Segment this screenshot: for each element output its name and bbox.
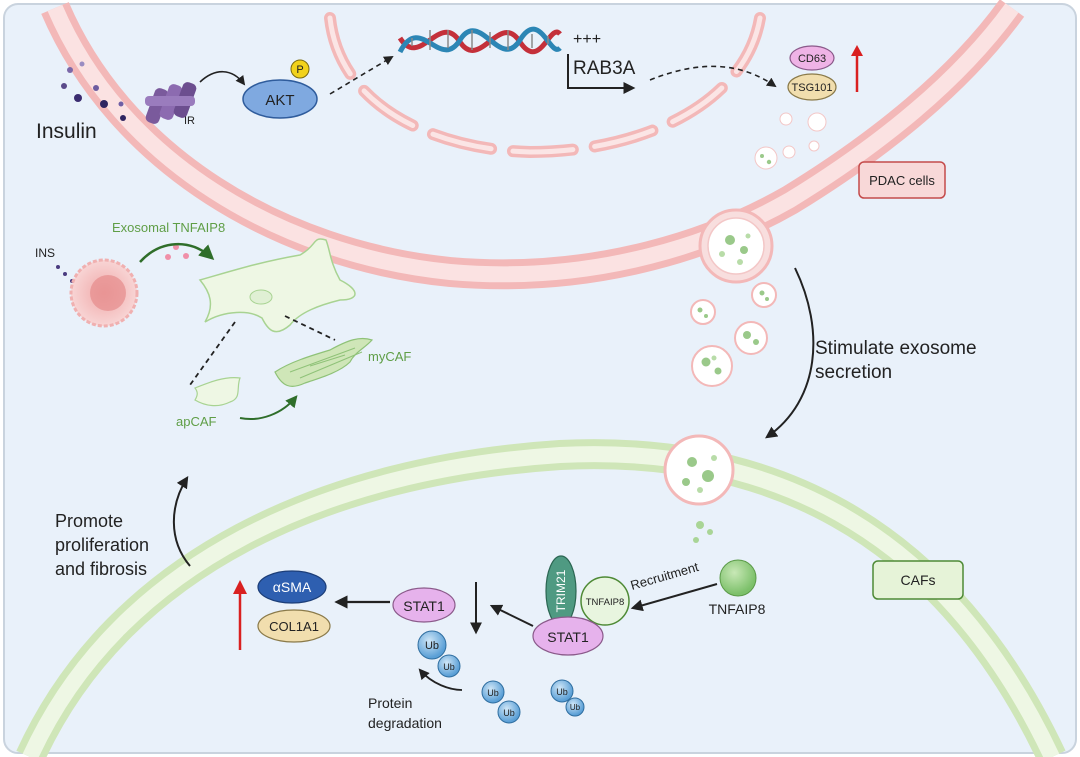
protein-line-1: Protein — [368, 695, 412, 711]
upregulation-arrow-icon-caf — [233, 580, 247, 650]
exosome-secretion-arrow — [765, 267, 815, 439]
svg-text:TNFAIP8: TNFAIP8 — [586, 597, 625, 608]
akt-node: AKT — [242, 79, 318, 119]
ir-to-akt-arrow — [199, 70, 246, 86]
promote-line-3: and fibrosis — [55, 559, 147, 579]
svg-text:TRIM21: TRIM21 — [554, 569, 568, 612]
free-ub-pair-2: Ub Ub — [550, 679, 585, 717]
svg-text:STAT1: STAT1 — [403, 598, 445, 614]
protein-line-2: degradation — [368, 715, 442, 731]
asma-node: αSMA — [257, 570, 327, 604]
cafs-label-box: CAFs — [872, 560, 964, 600]
pdac-cells-label-box: PDAC cells — [858, 161, 946, 199]
upregulation-arrow-icon — [851, 45, 863, 92]
svg-text:Ub: Ub — [503, 708, 515, 718]
rab3a-label: RAB3A — [573, 58, 636, 79]
stat1-node-ubiquitinated: STAT1 — [392, 587, 456, 623]
docking-exosome — [663, 434, 735, 506]
trim21-node: TRIM21 — [545, 555, 577, 627]
released-exosomes — [690, 282, 777, 387]
tnfaip8-free-node — [719, 559, 757, 597]
fibroblast-icon — [198, 238, 356, 333]
intracellular-vesicles — [754, 112, 827, 170]
ins-label: INS — [35, 246, 55, 260]
rab3a-promoter-arrow — [567, 54, 636, 94]
promote-arrow — [172, 475, 191, 567]
recruitment-arrow — [630, 583, 718, 612]
svg-text:Ub: Ub — [443, 662, 455, 672]
tsg101-node: TSG101 — [787, 73, 837, 101]
svg-text:CD63: CD63 — [798, 53, 826, 65]
col1a1-node: COL1A1 — [257, 609, 331, 643]
released-tnfaip8-dots — [693, 521, 713, 543]
tnfaip8-bound-node: TNFAIP8 — [580, 576, 630, 626]
insulin-receptor-icon — [145, 82, 197, 124]
svg-text:Ub: Ub — [570, 703, 581, 712]
promote-line-2: proliferation — [55, 535, 149, 555]
stat1-node-complex: STAT1 — [532, 616, 604, 656]
stimulate-line-1: Stimulate exosome — [815, 338, 977, 359]
svg-text:αSMA: αSMA — [273, 579, 312, 595]
apcaf-icon — [194, 377, 241, 407]
akt-label: AKT — [265, 92, 294, 109]
pdac-cell-icon — [69, 258, 139, 328]
to-mycaf-link — [284, 315, 336, 341]
degradation-arrow — [418, 668, 463, 691]
apcaf-to-mycaf-arrow — [239, 395, 298, 420]
free-ub-pair-1: Ub Ub — [481, 680, 521, 724]
svg-text:STAT1: STAT1 — [547, 629, 589, 645]
phospho-badge: P — [290, 59, 310, 79]
svg-text:PDAC cells: PDAC cells — [869, 173, 935, 188]
cd63-node: CD63 — [789, 45, 835, 71]
upregulation-plus-label: +++ — [573, 31, 601, 48]
svg-text:Ub: Ub — [487, 688, 499, 698]
budding-exosome — [698, 208, 774, 284]
svg-text:Ub: Ub — [556, 687, 568, 697]
pdac-cell-membrane — [41, 0, 1025, 290]
insulin-molecules — [61, 61, 126, 121]
svg-text:Ub: Ub — [425, 640, 439, 652]
apcaf-label: apCAF — [176, 414, 217, 429]
exosomal-tnfaip8-label: Exosomal TNFAIP8 — [112, 220, 225, 235]
to-apcaf-link — [189, 321, 236, 386]
svg-text:CAFs: CAFs — [901, 572, 936, 588]
tnfaip8-transfer-arrow — [139, 243, 215, 263]
tnfaip8-label: TNFAIP8 — [709, 601, 766, 617]
mycaf-icon — [274, 337, 374, 387]
svg-text:COL1A1: COL1A1 — [269, 619, 319, 634]
insulin-label: Insulin — [36, 120, 97, 143]
svg-text:TSG101: TSG101 — [792, 82, 833, 94]
promote-line-1: Promote — [55, 511, 123, 531]
mycaf-label: myCAF — [368, 349, 411, 364]
nucleus-membrane — [324, 12, 766, 159]
akt-to-dna-arrow — [329, 56, 394, 95]
ir-label: IR — [184, 115, 195, 127]
complex-to-stat1-arrow — [489, 604, 534, 627]
rab3a-to-markers-arrow — [649, 65, 777, 88]
svg-text:P: P — [296, 64, 303, 76]
stimulate-line-2: secretion — [815, 362, 892, 383]
ub-chain-attached: Ub Ub — [417, 630, 461, 678]
dna-helix-icon — [397, 26, 562, 55]
